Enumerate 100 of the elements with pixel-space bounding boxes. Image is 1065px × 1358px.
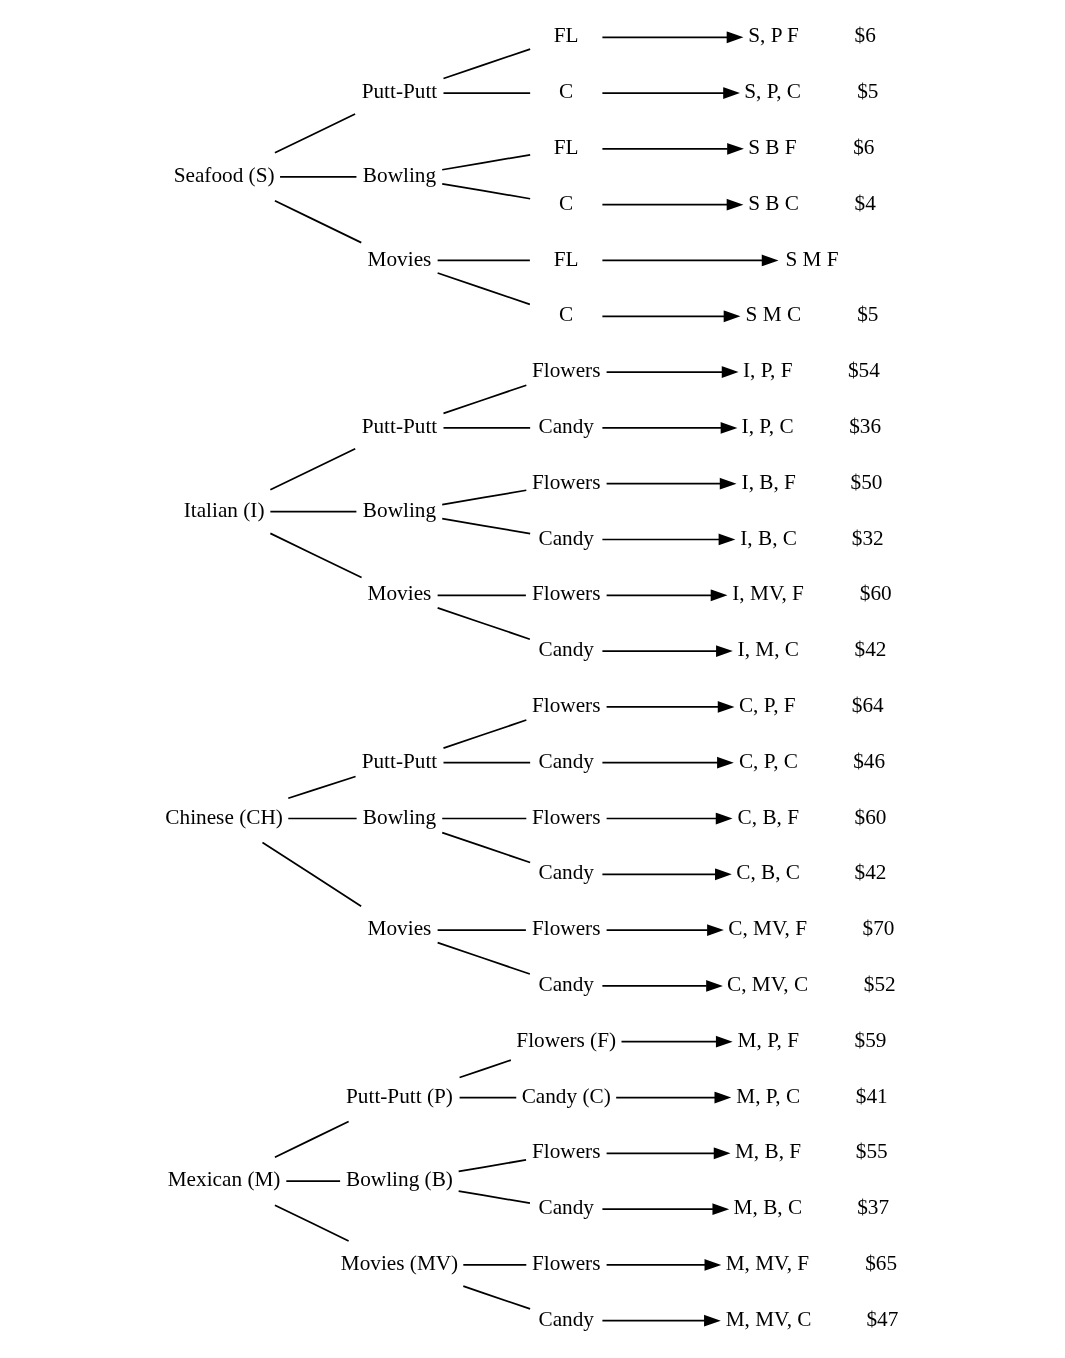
connector: [440, 153, 531, 171]
node-text: Candy: [537, 525, 594, 550]
node-text: Seafood (S): [173, 162, 275, 187]
node-text: Candy: [537, 637, 594, 662]
connector: [440, 489, 527, 506]
node-text: C, B, F: [737, 804, 799, 829]
connector: [442, 48, 531, 80]
node-text: Candy: [537, 413, 594, 438]
node-label: $65: [864, 1250, 897, 1275]
node-text: Flowers (F): [515, 1027, 616, 1052]
node-text: C, B, C: [735, 860, 800, 885]
arrow: [601, 422, 737, 434]
node-text: Chinese (CH): [164, 804, 283, 829]
connector: [273, 1120, 349, 1159]
node-label: $32: [851, 525, 884, 550]
connector: [436, 606, 531, 641]
connector: [440, 182, 531, 200]
node-text: M, MV, F: [725, 1250, 809, 1275]
arrow: [601, 31, 743, 44]
node-label: $6: [852, 134, 874, 159]
node-text: C: [558, 302, 573, 327]
node-text: Candy: [537, 971, 594, 996]
node-text: M, P, F: [737, 1027, 799, 1052]
node-text: Putt-Putt: [361, 413, 437, 438]
node-text: S B F: [747, 134, 797, 159]
connector: [286, 817, 357, 820]
connector: [273, 113, 356, 154]
node-label: $60: [854, 804, 886, 829]
node-text: Candy: [537, 1195, 594, 1220]
connector: [440, 817, 527, 820]
connector: [269, 447, 356, 491]
connector: [436, 929, 527, 931]
connector: [442, 92, 531, 94]
node-text: C: [558, 190, 573, 215]
node-text: Italian (I): [183, 497, 264, 522]
arrow: [601, 533, 735, 546]
node-text: S M F: [784, 246, 839, 271]
connector: [273, 1204, 349, 1242]
node-text: Movies: [367, 246, 431, 271]
node-text: Putt-Putt (P): [345, 1083, 453, 1108]
node-text: I, B, C: [739, 525, 797, 550]
arrow: [601, 756, 734, 769]
node-text: Flowers: [531, 1250, 600, 1275]
connector: [457, 1159, 527, 1173]
arrow: [614, 1091, 731, 1104]
node-label: $36: [848, 413, 881, 438]
connector: [461, 1285, 531, 1310]
connector: [436, 272, 531, 306]
node-text: Movies (MV): [340, 1250, 458, 1275]
node-text: S M C: [745, 302, 801, 327]
node-text: C: [558, 79, 573, 104]
node-text: Bowling: [362, 497, 436, 522]
arrow: [601, 198, 743, 211]
node-text: S, P F: [747, 23, 799, 48]
arrow: [605, 1147, 730, 1160]
arrow: [601, 254, 779, 267]
node-text: FL: [553, 134, 579, 159]
connector: [269, 510, 357, 513]
arrow: [605, 477, 737, 490]
node-text: C, P, C: [738, 748, 798, 773]
arrow: [601, 645, 733, 657]
node-label: $59: [854, 1027, 886, 1052]
node-text: FL: [553, 246, 579, 271]
node-label: $5: [856, 79, 878, 104]
node-text: Bowling: [362, 162, 436, 187]
connector: [273, 199, 362, 244]
node-text: Flowers: [531, 692, 600, 717]
connector: [269, 532, 362, 579]
node-text: S, P, C: [743, 79, 801, 104]
node-text: S B C: [747, 190, 799, 215]
connector: [286, 775, 356, 800]
node-label: $4: [854, 190, 876, 215]
node-text: Candy: [537, 1306, 594, 1331]
node-text: Candy: [537, 860, 594, 885]
node-text: Candy: [537, 748, 594, 773]
connector: [284, 1180, 341, 1183]
node-text: Candy (C): [521, 1083, 611, 1108]
node-text: M, MV, C: [725, 1306, 811, 1331]
node-text: C, P, F: [738, 692, 796, 717]
node-text: C, MV, C: [726, 971, 808, 996]
connector: [458, 1059, 512, 1079]
connector: [436, 941, 531, 975]
arrow: [601, 980, 723, 992]
connector: [261, 841, 362, 908]
node-text: M, P, C: [735, 1083, 800, 1108]
connector: [436, 259, 531, 262]
node-label: $64: [851, 692, 884, 717]
arrow: [601, 87, 740, 99]
node-text: M, B, F: [734, 1139, 801, 1164]
node-label: $55: [855, 1139, 888, 1164]
node-label: $52: [863, 971, 896, 996]
node-label: $37: [856, 1195, 889, 1220]
arrow: [605, 924, 724, 936]
node-text: Flowers: [531, 804, 600, 829]
node-label: $41: [855, 1083, 888, 1108]
arrow: [605, 1259, 721, 1271]
arrow: [601, 1203, 729, 1215]
node-label: $54: [847, 358, 880, 383]
node-text: Putt-Putt: [361, 79, 437, 104]
node-text: Mexican (M): [167, 1167, 280, 1192]
